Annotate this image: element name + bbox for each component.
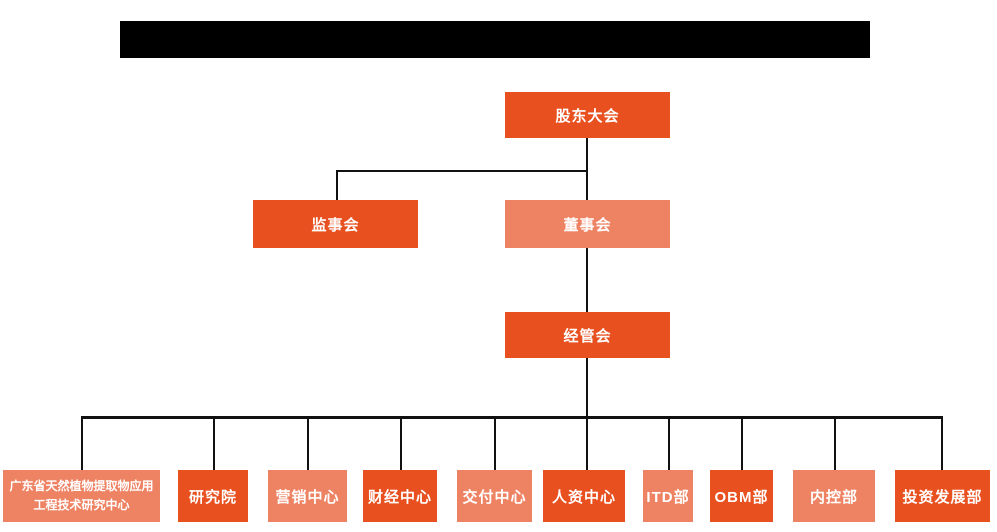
- connector-drop-dept-2: [307, 417, 309, 470]
- connector-drop-dept-7: [741, 417, 743, 470]
- org-node-label: OBM部: [714, 488, 769, 506]
- org-node-label: 内控部: [809, 488, 858, 506]
- org-node-dept-itd: ITD部: [643, 470, 693, 522]
- org-node-management-committee: 经管会: [505, 312, 670, 358]
- connector-branch-horizontal: [336, 170, 588, 172]
- org-node-label: 经管会: [563, 327, 612, 345]
- org-node-shareholders: 股东大会: [505, 92, 670, 138]
- org-node-label: 人资中心: [551, 488, 616, 506]
- connector-drop-dept-6: [668, 417, 670, 470]
- org-node-supervisory-board: 监事会: [253, 200, 418, 248]
- connector-drop-dept-8: [834, 417, 836, 470]
- org-node-label: ITD部: [646, 488, 690, 506]
- connector-bus-horizontal: [81, 416, 943, 419]
- connector-drop-dept-9: [941, 417, 943, 470]
- connector-management-bus: [586, 358, 588, 418]
- org-node-dept-research-institute: 研究院: [178, 470, 248, 522]
- connector-drop-dept-3: [400, 417, 402, 470]
- redacted-title-bar: [120, 21, 870, 58]
- org-node-label: 董事会: [563, 216, 612, 234]
- org-node-label: 研究院: [188, 488, 237, 506]
- connector-board-management: [586, 248, 588, 312]
- org-node-dept-investment-development: 投资发展部: [895, 470, 990, 522]
- org-node-dept-hr-center: 人资中心: [543, 470, 625, 522]
- org-node-label: 投资发展部: [902, 488, 983, 506]
- connector-drop-dept-4: [494, 417, 496, 470]
- org-node-label: 财经中心: [367, 488, 432, 506]
- org-node-label: 交付中心: [462, 488, 527, 506]
- org-node-label: 营销中心: [275, 488, 340, 506]
- org-node-label: 监事会: [311, 216, 360, 234]
- org-node-label: 股东大会: [555, 107, 620, 125]
- connector-drop-dept-0: [81, 417, 83, 470]
- org-node-dept-finance-center: 财经中心: [363, 470, 437, 522]
- connector-drop-board: [586, 170, 588, 200]
- org-node-board-of-directors: 董事会: [505, 200, 670, 248]
- org-node-dept-obm: OBM部: [710, 470, 773, 522]
- org-node-dept-delivery-center: 交付中心: [457, 470, 532, 522]
- org-node-label: 广东省天然植物提取物应用工程技术研究中心: [9, 479, 154, 512]
- org-node-dept-marketing-center: 营销中心: [268, 470, 347, 522]
- connector-shareholders-stem: [586, 138, 588, 171]
- connector-drop-supervisory: [336, 170, 338, 200]
- connector-drop-dept-1: [213, 417, 215, 470]
- org-node-dept-internal-control: 内控部: [793, 470, 875, 522]
- org-node-dept-research-center: 广东省天然植物提取物应用工程技术研究中心: [3, 470, 160, 522]
- connector-drop-dept-5: [586, 417, 588, 470]
